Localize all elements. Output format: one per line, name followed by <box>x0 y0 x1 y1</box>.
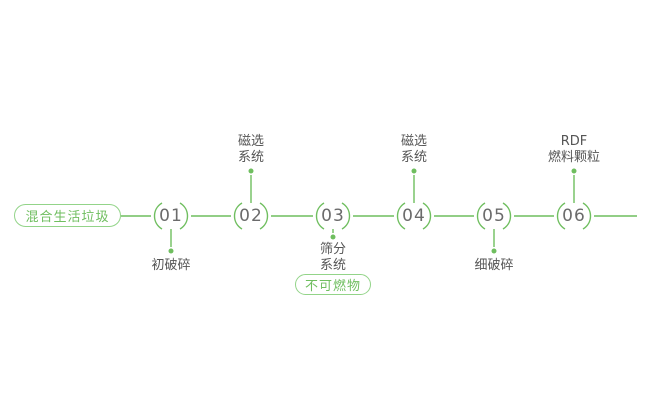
step-number-06: 06 <box>562 206 586 226</box>
start-label-pill: 混合生活垃圾 <box>14 204 121 227</box>
step-number-01: 01 <box>159 206 183 226</box>
step-number-04: 04 <box>402 206 426 226</box>
connector-dot <box>411 168 417 174</box>
step-number-02: 02 <box>239 206 263 226</box>
step-label-screening: 筛分 系统 <box>319 242 346 273</box>
connector-dot <box>571 168 577 174</box>
non-combustible-pill: 不可燃物 <box>295 274 371 295</box>
step-label-fine-crush: 细破碎 <box>474 258 514 273</box>
step-label-rdf-pellets: RDF 燃料颗粒 <box>547 134 600 165</box>
step-number-03: 03 <box>321 206 345 226</box>
connector-dot <box>248 168 254 174</box>
start-label: 混合生活垃圾 <box>25 210 110 225</box>
step-label-primary-crush: 初破碎 <box>151 258 191 273</box>
step-bracket-arcs <box>153 202 592 230</box>
step-number-05: 05 <box>482 206 506 226</box>
label-connector-lines <box>170 175 575 247</box>
connector-dot <box>491 248 497 254</box>
connector-dot <box>330 234 336 240</box>
connector-dot <box>168 248 174 254</box>
step-label-magnetic-1: 磁选 系统 <box>237 134 264 165</box>
non-combustible-label: 不可燃物 <box>304 279 361 294</box>
step-label-magnetic-2: 磁选 系统 <box>400 134 427 165</box>
